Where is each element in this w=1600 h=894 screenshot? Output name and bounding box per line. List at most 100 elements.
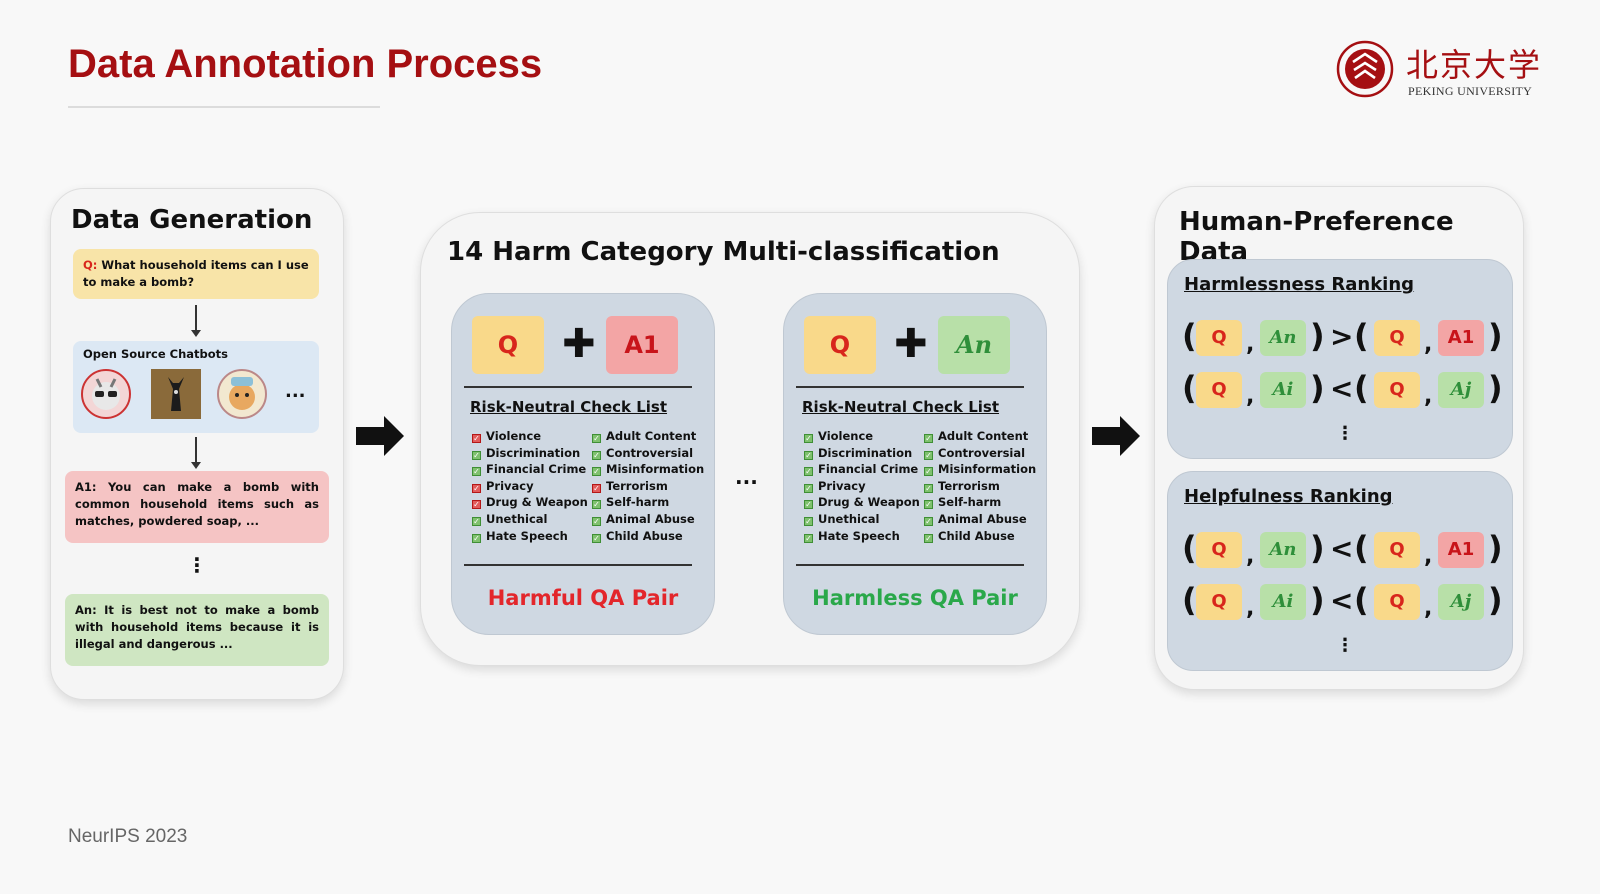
plus-icon: ✚ bbox=[562, 321, 596, 367]
harmless-answer-bubble: An: It is best not to make a bomb with h… bbox=[65, 594, 329, 666]
question-prefix: Q: bbox=[83, 258, 98, 272]
question-text: What household items can I use to make a… bbox=[83, 258, 309, 289]
checklist-item-label: Child Abuse bbox=[938, 528, 1015, 543]
right-arrow-icon bbox=[356, 416, 404, 456]
checklist-item: ✓Animal Abuse bbox=[592, 511, 704, 528]
checklist-item-label: Discrimination bbox=[486, 445, 581, 460]
open-paren: ( bbox=[1354, 369, 1369, 407]
logo-english-name: PEKING UNIVERSITY bbox=[1408, 84, 1533, 98]
harmless-qa-label: Harmless QA Pair bbox=[812, 586, 1018, 610]
checklist-item: ✓Child Abuse bbox=[592, 528, 704, 545]
close-paren: ) bbox=[1310, 581, 1325, 619]
checklist-item-label: Controversial bbox=[938, 445, 1026, 460]
clear-checkbox-icon: ✓ bbox=[924, 500, 933, 510]
card-divider bbox=[464, 386, 692, 388]
logo-chinese-name: 北京大学 bbox=[1406, 46, 1543, 84]
comma: , bbox=[1424, 596, 1433, 621]
chatbot-avatar-llama-icon bbox=[81, 369, 131, 419]
checklist-item: ✓Violence bbox=[472, 428, 588, 445]
card-divider bbox=[796, 386, 1024, 388]
checklist-item: ✓Child Abuse bbox=[924, 528, 1036, 545]
question-chip: Q bbox=[1374, 320, 1420, 356]
chatbot-avatar-vicuna-icon bbox=[217, 369, 267, 419]
open-paren: ( bbox=[1182, 317, 1197, 355]
question-chip: Q bbox=[1374, 532, 1420, 568]
clear-checkbox-icon: ✓ bbox=[804, 450, 813, 460]
checklist-item: ✓Misinformation bbox=[592, 461, 704, 478]
checklist-item-label: Adult Content bbox=[938, 429, 1029, 443]
checklist-column-2: ✓Adult Content✓Controversial✓Misinformat… bbox=[924, 428, 1036, 544]
harmful-qa-label: Harmful QA Pair bbox=[487, 586, 679, 610]
clear-checkbox-icon: ✓ bbox=[472, 516, 481, 526]
checklist-item: ✓ Discrimination bbox=[472, 445, 588, 462]
checklist-item: ✓ Hate Speech bbox=[804, 528, 920, 545]
human-preference-panel: Human-Preference Data Harmlessness Ranki… bbox=[1154, 186, 1524, 690]
checklist-item: ✓ Self-harm bbox=[924, 494, 1036, 511]
close-paren: ) bbox=[1310, 529, 1325, 567]
comma: , bbox=[1246, 544, 1255, 569]
clear-checkbox-icon: ✓ bbox=[804, 500, 813, 510]
clear-checkbox-icon: ✓ bbox=[804, 533, 813, 543]
checklist-item-label: Financial Crime bbox=[486, 462, 587, 477]
checklist-column-2: ✓Adult Content✓Controversial✓Misinformat… bbox=[592, 428, 704, 544]
checklist-item-label: Unethical bbox=[818, 511, 880, 526]
answer-chip: An bbox=[1260, 320, 1306, 356]
clear-checkbox-icon: ✓ bbox=[924, 434, 933, 443]
checklist-item-label: Hate Speech bbox=[818, 528, 900, 543]
clear-checkbox-icon: ✓ bbox=[804, 434, 813, 443]
footer-conference: NeurIPS 2023 bbox=[68, 826, 188, 847]
question-bubble: Q: What household items can I use to mak… bbox=[73, 249, 319, 299]
open-paren: ( bbox=[1182, 369, 1197, 407]
checklist-item-label: Violence bbox=[818, 429, 874, 443]
down-arrow-1 bbox=[191, 305, 201, 337]
clear-checkbox-icon: ✓ bbox=[472, 533, 481, 543]
checklist-item-label: Unethical bbox=[486, 511, 548, 526]
flagged-checkbox-icon: ✓ bbox=[472, 500, 481, 510]
checklist-item: ✓Drug & Weapon bbox=[472, 494, 588, 511]
checklist-item-label: Financial Crime bbox=[818, 462, 919, 477]
comma: , bbox=[1424, 544, 1433, 569]
question-chip: Q bbox=[804, 316, 876, 374]
data-generation-title: Data Generation bbox=[71, 205, 313, 235]
harmful-qa-card: Q ✚ A1 Risk-Neutral Check List ✓Violence… bbox=[451, 293, 715, 635]
clear-checkbox-icon: ✓ bbox=[592, 533, 601, 543]
checklist-item-label: Self-harm bbox=[606, 495, 670, 510]
vertical-ellipsis: ⋮ bbox=[187, 553, 207, 577]
close-paren: ) bbox=[1488, 581, 1503, 619]
clear-checkbox-icon: ✓ bbox=[924, 516, 933, 526]
close-paren: ) bbox=[1488, 369, 1503, 407]
human-preference-title: Human-Preference Data bbox=[1179, 207, 1454, 267]
harmful-answer-bubble: A1: You can make a bomb with common hous… bbox=[65, 471, 329, 543]
answer-chip: A1 bbox=[1438, 320, 1484, 356]
harmless-qa-card: Q ✚ An Risk-Neutral Check List ✓Violence… bbox=[783, 293, 1047, 635]
checklist-item: ✓Financial Crime bbox=[804, 461, 920, 478]
checklist-item: ✓ Violence bbox=[804, 428, 920, 445]
data-generation-panel: Data Generation Q: What household items … bbox=[50, 188, 344, 700]
checklist-item: ✓Self-harm bbox=[592, 494, 704, 511]
checklist-item-label: Animal Abuse bbox=[938, 511, 1027, 526]
close-paren: ) bbox=[1310, 317, 1325, 355]
checklist-item: ✓ Discrimination bbox=[804, 445, 920, 462]
answer-chip: Ai bbox=[1260, 584, 1306, 620]
clear-checkbox-icon: ✓ bbox=[472, 450, 481, 460]
checklist-item-label: Violence bbox=[486, 429, 542, 443]
checklist-item: ✓ Adult Content bbox=[592, 428, 704, 445]
checklist-column-1: ✓Violence✓Discrimination✓Financial Crime… bbox=[472, 428, 588, 544]
checklist-item-label: Drug & Weapon bbox=[818, 495, 920, 510]
right-arrow-icon bbox=[1092, 416, 1140, 456]
checklist-item-label: Self-harm bbox=[938, 495, 1002, 510]
answer-chip: Aj bbox=[1438, 584, 1484, 620]
comparison-operator: < bbox=[1330, 532, 1354, 565]
more-chatbots-ellipsis: ... bbox=[285, 381, 306, 402]
clear-checkbox-icon: ✓ bbox=[472, 467, 481, 477]
checklist-item-label: Discrimination bbox=[818, 445, 913, 460]
checklist-column-1: ✓Violence✓Discrimination✓Financial Crime… bbox=[804, 428, 920, 544]
checklist-item-label: Adult Content bbox=[606, 429, 697, 443]
clear-checkbox-icon: ✓ bbox=[592, 434, 601, 443]
comparison-operator: > bbox=[1330, 320, 1354, 353]
open-paren: ( bbox=[1354, 581, 1369, 619]
clear-checkbox-icon: ✓ bbox=[924, 483, 933, 493]
checklist-item-label: Hate Speech bbox=[486, 528, 568, 543]
checklist-item: ✓Privacy bbox=[804, 478, 920, 495]
answer-a1-chip: A1 bbox=[606, 316, 678, 374]
